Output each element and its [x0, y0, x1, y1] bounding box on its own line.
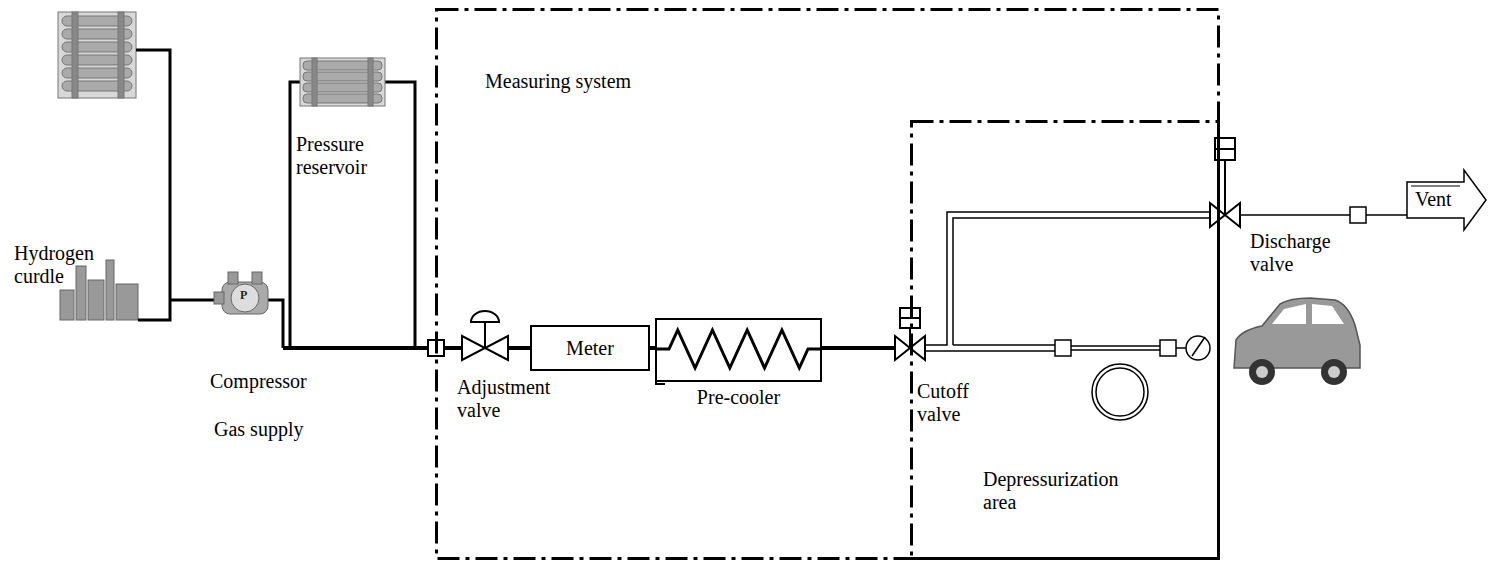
pipe-connector: [650, 346, 655, 350]
area-region: Depressurization area: [910, 120, 1220, 560]
part-label: Gas supply: [214, 418, 344, 441]
part-label: Hydrogen curdle: [14, 242, 119, 288]
nozzle-gauge: [1186, 336, 1210, 360]
supply-pipes: [136, 50, 415, 348]
node-text: Meter: [566, 337, 614, 360]
node-text: Vent: [1415, 188, 1452, 211]
adjustment-valve-symbol: [462, 311, 508, 360]
factory-icon: [60, 260, 138, 320]
vent-pipe: [1240, 214, 1408, 216]
hose-lines: [1176, 347, 1186, 349]
part-label: Adjustment valve: [457, 376, 575, 422]
pre-cooler: Pre-cooler: [655, 318, 822, 422]
node-text: Measuring system: [485, 70, 745, 93]
meter-box: Meter: [530, 325, 650, 371]
pump-mark: P: [240, 289, 252, 303]
discharge-valve-symbol: [1210, 138, 1240, 227]
area-region-outline: [910, 120, 1220, 560]
node-text: Depressurization area: [983, 468, 1148, 514]
vent-arrow: Vent: [1406, 168, 1488, 232]
part-label: Pressure reservoir: [296, 133, 408, 179]
coupling: [1055, 340, 1071, 356]
part-label: Cutoff valve: [917, 380, 995, 426]
coupling: [1350, 207, 1366, 223]
compressor-icon: [214, 272, 268, 314]
hydrogen-curdle-icon: [58, 12, 136, 98]
node-text: Pre-cooler: [655, 386, 822, 409]
system-region: Measuring systemDepressurization area Met…: [435, 8, 1220, 560]
coupling: [1160, 340, 1176, 356]
car-icon: [1234, 298, 1360, 385]
part-label: Compressor: [210, 370, 340, 393]
pressure-reservoir-icon: [300, 58, 385, 106]
part-label: Discharge valve: [1250, 230, 1350, 276]
